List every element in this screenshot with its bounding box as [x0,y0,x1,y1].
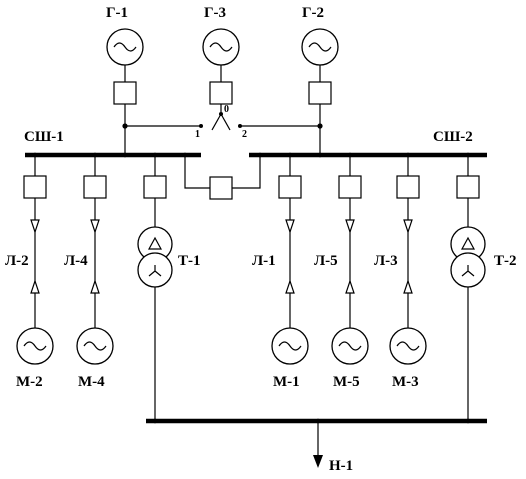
breaker-g2 [308,81,332,105]
breaker-l4 [83,175,107,199]
generator-label-g3: Г-3 [204,5,226,21]
switch-position-0: 0 [224,104,229,115]
breaker-l1 [278,175,302,199]
busbar-label-left: СШ-1 [24,129,64,145]
sine-icon [23,341,47,351]
sine-icon [83,341,107,351]
line-arrow-up [403,279,413,294]
line-arrow-up [285,279,295,294]
transformer-label-t2: Т-2 [494,253,517,269]
breaker-l2 [23,175,47,199]
line-arrow-down [30,219,40,234]
line-arrow-down [403,219,413,234]
line-label-l5: Л-5 [314,253,338,269]
generator-label-g2: Г-2 [302,5,324,21]
line-arrow-up [30,279,40,294]
line-arrow-down [345,219,355,234]
arrow-down-icon [313,455,323,468]
wye-icon [461,265,475,277]
line-label-l2: Л-2 [5,253,29,269]
load-label: Н-1 [329,458,353,474]
delta-icon [147,236,163,250]
switch-contact-1 [199,124,203,128]
breaker-t1 [143,175,167,199]
busbar-label-right: СШ-2 [433,129,473,145]
transformer-label-t1: Т-1 [178,253,201,269]
generator-label-g1: Г-1 [106,5,128,21]
breaker-g1 [113,81,137,105]
switch-blade-right [220,113,231,131]
sine-icon [308,42,332,52]
line-arrow-down [90,219,100,234]
sine-icon [278,341,302,351]
sine-icon [338,341,362,351]
switch-position-2: 2 [242,129,247,140]
motor-label-m2: М-2 [16,374,43,390]
sine-icon [396,341,420,351]
switch-position-1: 1 [195,129,200,140]
wye-icon [148,265,162,277]
line-label-l1: Л-1 [252,253,276,269]
breaker-t2 [456,175,480,199]
line-label-l3: Л-3 [374,253,398,269]
motor-label-m4: М-4 [78,374,105,390]
bus-tie-right-wire [232,155,261,189]
switch-blade-left [211,113,222,131]
sine-icon [113,42,137,52]
bus-tie-left-wire [184,155,210,189]
bus-tie-breaker [209,176,233,200]
breaker-l5 [338,175,362,199]
sine-icon [209,42,233,52]
line-arrow-up [90,279,100,294]
line-arrow-down [285,219,295,234]
delta-icon [460,236,476,250]
breaker-g3 [209,81,233,105]
line-label-l4: Л-4 [64,253,88,269]
motor-label-m1: М-1 [273,374,300,390]
motor-label-m3: М-3 [392,374,419,390]
switch-contact-2 [238,124,242,128]
motor-label-m5: М-5 [333,374,360,390]
line-arrow-up [345,279,355,294]
breaker-l3 [396,175,420,199]
